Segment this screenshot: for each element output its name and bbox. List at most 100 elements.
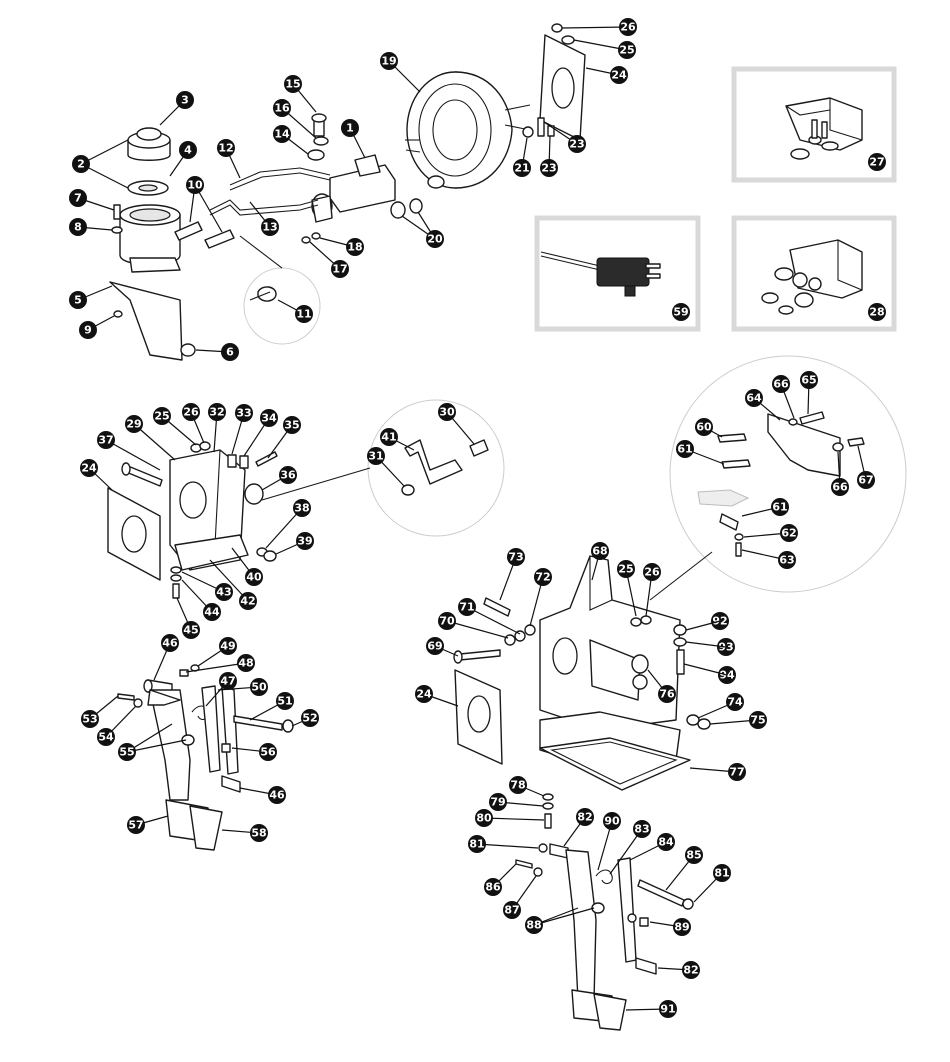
svg-text:51: 51 — [277, 695, 292, 708]
svg-text:26: 26 — [183, 406, 199, 419]
callout-31: 31 — [367, 447, 385, 465]
svg-text:82: 82 — [577, 811, 592, 824]
callout-5: 5 — [69, 291, 87, 309]
callout-75: 75 — [749, 711, 767, 729]
svg-text:62: 62 — [781, 527, 796, 540]
callout-10: 10 — [186, 176, 204, 194]
fluid-reservoir-assembly[interactable] — [109, 127, 235, 361]
leader-lines-extra — [683, 620, 728, 676]
callout-34: 34 — [260, 409, 278, 427]
callout-3: 3 — [176, 91, 194, 109]
callout-27: 27 — [868, 153, 886, 171]
callout-41: 41 — [380, 428, 398, 446]
svg-text:55: 55 — [119, 746, 134, 759]
inset-59-microswitch[interactable] — [534, 215, 701, 332]
callout-25-a: 25 — [618, 41, 636, 59]
svg-text:25: 25 — [618, 563, 633, 576]
callout-15: 15 — [284, 75, 302, 93]
callout-86: 86 — [484, 878, 502, 896]
callout-76: 76 — [658, 685, 676, 703]
callout-71: 71 — [458, 598, 476, 616]
svg-text:36: 36 — [280, 469, 296, 482]
svg-text:8: 8 — [74, 221, 82, 234]
svg-text:53: 53 — [82, 713, 97, 726]
svg-text:23: 23 — [569, 138, 584, 151]
svg-text:12: 12 — [218, 142, 233, 155]
brake-pedal-assembly[interactable] — [117, 664, 294, 851]
callout-46-b: 46 — [268, 786, 286, 804]
clip-11[interactable] — [249, 286, 277, 302]
callout-57: 57 — [127, 816, 145, 834]
callout-1: 1 — [341, 119, 359, 137]
callout-69: 69 — [426, 637, 444, 655]
callout-83: 83 — [633, 820, 651, 838]
detail-circle-switch-bracket — [669, 355, 907, 593]
svg-text:54: 54 — [98, 731, 114, 744]
svg-text:88: 88 — [526, 919, 541, 932]
callout-72: 72 — [534, 568, 552, 586]
callout-20: 20 — [426, 230, 444, 248]
svg-text:46: 46 — [162, 637, 178, 650]
bracket-41-detail[interactable] — [401, 439, 489, 496]
svg-text:10: 10 — [187, 179, 203, 192]
svg-text:91: 91 — [660, 1003, 675, 1016]
svg-text:32: 32 — [209, 406, 224, 419]
svg-text:81: 81 — [469, 838, 484, 851]
svg-text:42: 42 — [240, 595, 255, 608]
svg-text:85: 85 — [686, 849, 701, 862]
callout-33: 33 — [235, 404, 253, 422]
callout-18: 18 — [346, 238, 364, 256]
callout-81-b: 81 — [713, 864, 731, 882]
callout-80: 80 — [475, 809, 493, 827]
callout-43: 43 — [215, 583, 233, 601]
svg-text:25: 25 — [154, 410, 169, 423]
callout-44: 44 — [203, 603, 221, 621]
svg-text:40: 40 — [246, 571, 262, 584]
svg-text:70: 70 — [439, 615, 455, 628]
clutch-pedal-box-assembly[interactable] — [453, 555, 711, 791]
svg-text:52: 52 — [302, 712, 317, 725]
inset-27-switch-kit[interactable] — [731, 66, 897, 183]
inset-28-bush-kit[interactable] — [731, 215, 897, 332]
callout-84: 84 — [657, 833, 675, 851]
svg-text:75: 75 — [750, 714, 765, 727]
callout-68: 68 — [591, 542, 609, 560]
svg-text:77: 77 — [729, 766, 744, 779]
svg-text:38: 38 — [294, 502, 309, 515]
callout-67: 67 — [857, 471, 875, 489]
svg-text:78: 78 — [510, 779, 525, 792]
svg-text:17: 17 — [332, 263, 347, 276]
brake-servo-assembly[interactable] — [209, 23, 586, 244]
callout-25-b: 25 — [153, 407, 171, 425]
callout-46-a: 46 — [161, 634, 179, 652]
callout-40: 40 — [245, 568, 263, 586]
svg-text:90: 90 — [604, 815, 620, 828]
callout-87: 87 — [503, 901, 521, 919]
svg-text:94: 94 — [719, 669, 735, 682]
callout-78: 78 — [509, 776, 527, 794]
svg-text:11: 11 — [296, 308, 311, 321]
callout-61-a: 61 — [676, 440, 694, 458]
brake-pedal-box-assembly[interactable] — [107, 441, 278, 599]
svg-text:61: 61 — [772, 501, 787, 514]
callout-24-a: 24 — [610, 66, 628, 84]
callout-26-c: 26 — [643, 563, 661, 581]
detail-circle-clip-11 — [243, 267, 321, 345]
callout-52: 52 — [301, 709, 319, 727]
callout-58: 58 — [250, 824, 268, 842]
callout-59: 59 — [672, 303, 690, 321]
svg-text:7: 7 — [74, 192, 82, 205]
svg-text:81: 81 — [714, 867, 729, 880]
switch-bracket-64-detail[interactable] — [717, 411, 865, 557]
svg-text:14: 14 — [274, 128, 290, 141]
svg-text:60: 60 — [696, 421, 712, 434]
svg-text:27: 27 — [869, 156, 884, 169]
svg-text:49: 49 — [220, 640, 235, 653]
svg-text:89: 89 — [674, 921, 689, 934]
clutch-pedal-assembly[interactable] — [515, 793, 694, 1031]
callout-24-b: 24 — [80, 459, 98, 477]
callout-48: 48 — [237, 654, 255, 672]
svg-text:61: 61 — [677, 443, 692, 456]
svg-text:74: 74 — [727, 696, 743, 709]
